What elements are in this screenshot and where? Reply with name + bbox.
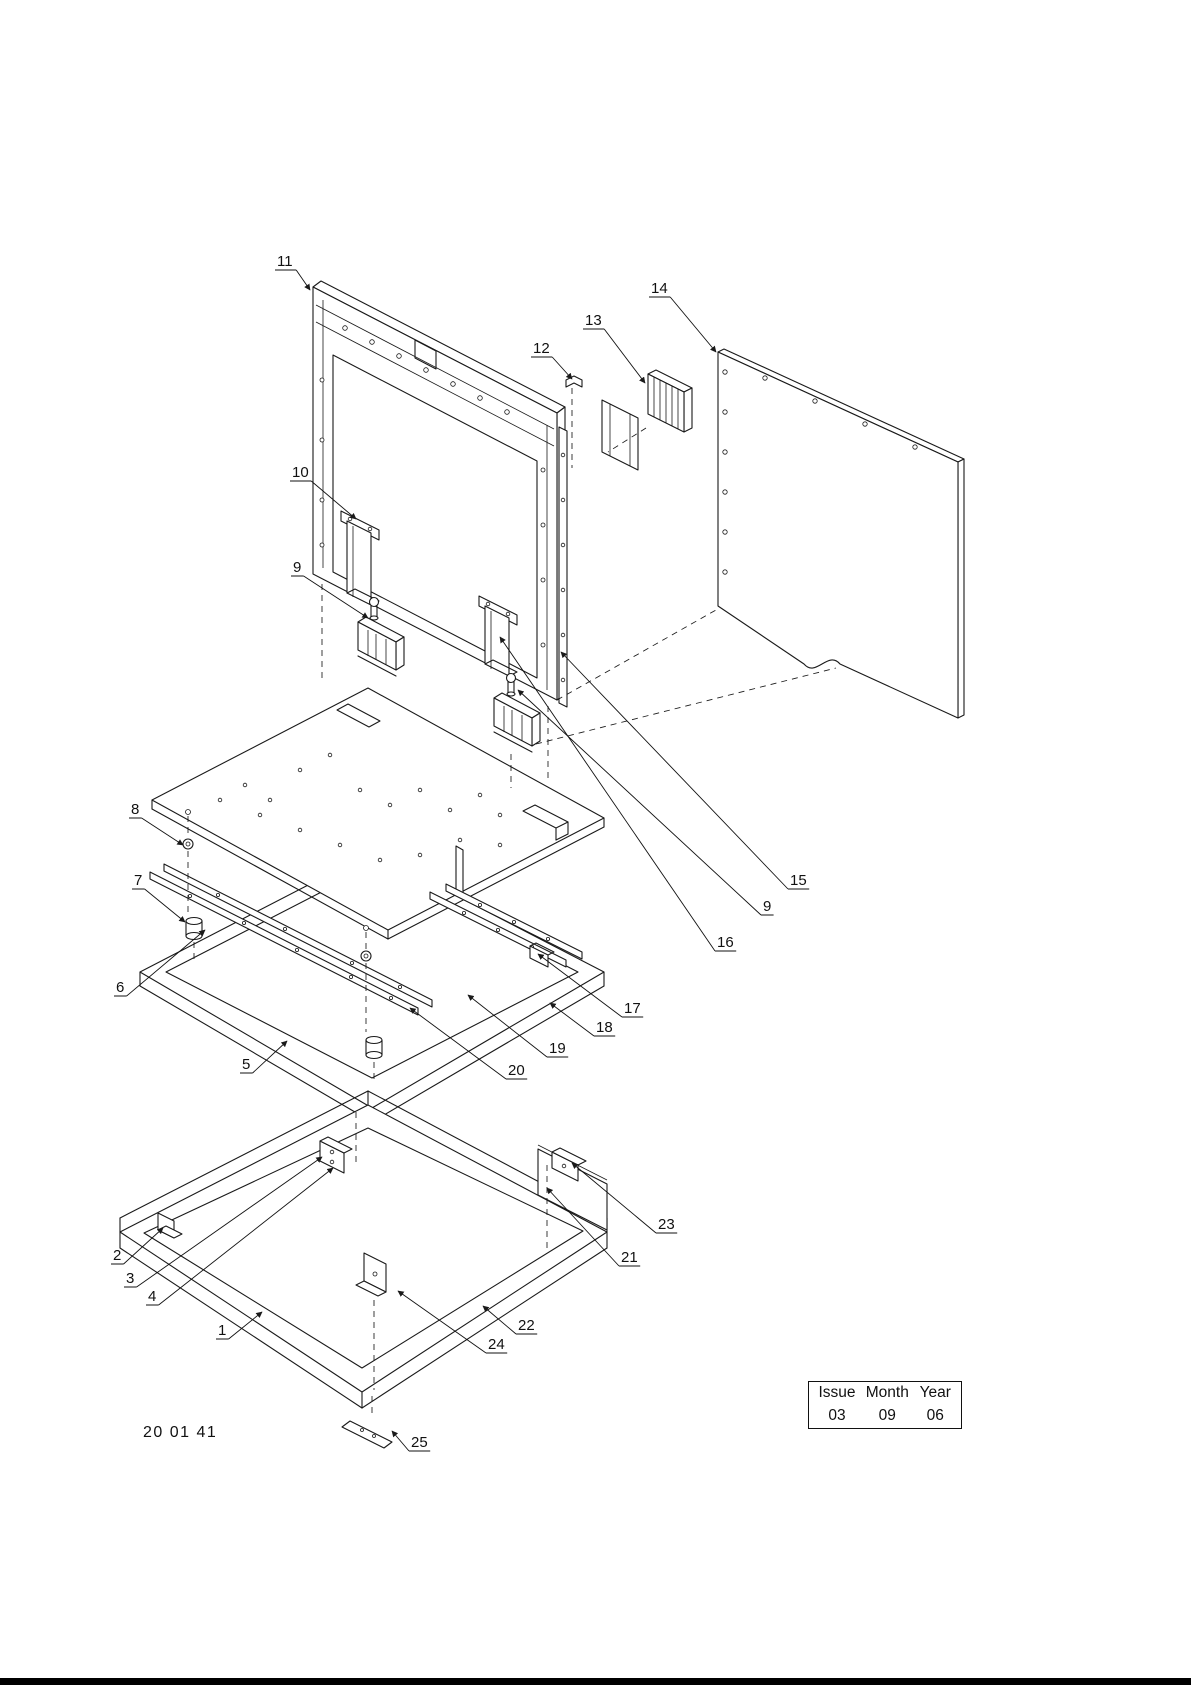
drawing-number: 20 01 41 — [143, 1424, 218, 1441]
year-header: Year — [919, 1384, 951, 1401]
callout-leader-16 — [499, 636, 716, 952]
callout-9: 9 — [763, 898, 771, 915]
callout-25: 25 — [411, 1434, 428, 1451]
callout-leader-24 — [397, 1290, 487, 1354]
callout-leader-10 — [310, 480, 357, 520]
callout-leader-8 — [141, 817, 184, 846]
callout-leader-21 — [546, 1187, 620, 1267]
callout-9: 9 — [293, 559, 301, 576]
bracket-part-16 — [478, 595, 518, 677]
callout-leader-22 — [482, 1305, 517, 1335]
callout-leader-9 — [517, 689, 762, 916]
callout-leader-6 — [126, 929, 206, 997]
callout-leader-17 — [537, 953, 623, 1018]
issue-title-block: Issue Month Year 03 09 06 — [808, 1381, 962, 1429]
issue-header: Issue — [818, 1384, 856, 1401]
callout-10: 10 — [292, 464, 309, 481]
callout-24: 24 — [488, 1336, 505, 1353]
callout-5: 5 — [242, 1056, 250, 1073]
base-tray-part-1 — [119, 1090, 608, 1449]
clip-part-12 — [565, 375, 639, 471]
callout-leader-11 — [295, 269, 311, 291]
callout-leader-3 — [136, 1156, 323, 1288]
callout-leader-18 — [549, 1002, 595, 1037]
callout-leader-4 — [158, 1167, 334, 1306]
callout-leader-1 — [228, 1311, 263, 1340]
callout-15: 15 — [790, 872, 807, 889]
callout-6: 6 — [116, 979, 124, 996]
callout-7: 7 — [134, 872, 142, 889]
callout-1: 1 — [218, 1322, 226, 1339]
callout-3: 3 — [126, 1270, 134, 1287]
callout-leader-5 — [252, 1040, 288, 1074]
callout-leader-19 — [467, 994, 548, 1058]
frame-part-11 — [312, 280, 566, 701]
callout-18: 18 — [596, 1019, 613, 1036]
month-value: 09 — [878, 1407, 896, 1424]
callout-leader-7 — [144, 888, 186, 923]
callout-leader-14 — [669, 296, 717, 353]
callout-leader-2 — [123, 1227, 164, 1265]
callout-12: 12 — [533, 340, 550, 357]
page-bottom-edge — [0, 1678, 1191, 1685]
callout-leader-12 — [551, 356, 573, 380]
latch-part-9-right — [493, 672, 541, 753]
callout-leader-13 — [603, 328, 646, 384]
channel-strip-part-15 — [558, 426, 568, 708]
callout-17: 17 — [624, 1000, 641, 1017]
callout-2: 2 — [113, 1247, 121, 1264]
callout-leader-20 — [409, 1007, 507, 1080]
callout-20: 20 — [508, 1062, 525, 1079]
connector-block-part-13 — [647, 369, 693, 433]
callout-layer: 1114131210987651591617181920232123422124… — [111, 253, 810, 1452]
callout-22: 22 — [518, 1317, 535, 1334]
callout-16: 16 — [717, 934, 734, 951]
year-value: 06 — [926, 1407, 944, 1424]
callout-11: 11 — [277, 253, 293, 270]
latch-part-9-left — [357, 596, 405, 677]
bracket-part-10 — [340, 510, 380, 606]
callout-19: 19 — [549, 1040, 566, 1057]
callout-leader-23 — [571, 1162, 657, 1234]
back-panel-part-14 — [717, 348, 965, 719]
callout-leader-9 — [303, 575, 369, 619]
issue-value: 03 — [828, 1407, 846, 1424]
callout-8: 8 — [131, 801, 139, 818]
callout-23: 23 — [658, 1216, 675, 1233]
callout-14: 14 — [651, 280, 668, 297]
callout-21: 21 — [621, 1249, 638, 1266]
title-block-header-row: Issue Month Year — [809, 1382, 961, 1405]
callout-4: 4 — [148, 1288, 156, 1305]
assembly-dashed-lines — [187, 388, 837, 1418]
deck-panel — [151, 687, 605, 940]
title-block-value-row: 03 09 06 — [809, 1405, 961, 1428]
callout-leader-25 — [391, 1430, 410, 1452]
callout-leader-15 — [560, 651, 789, 890]
month-header: Month — [865, 1384, 909, 1401]
callout-13: 13 — [585, 312, 602, 329]
